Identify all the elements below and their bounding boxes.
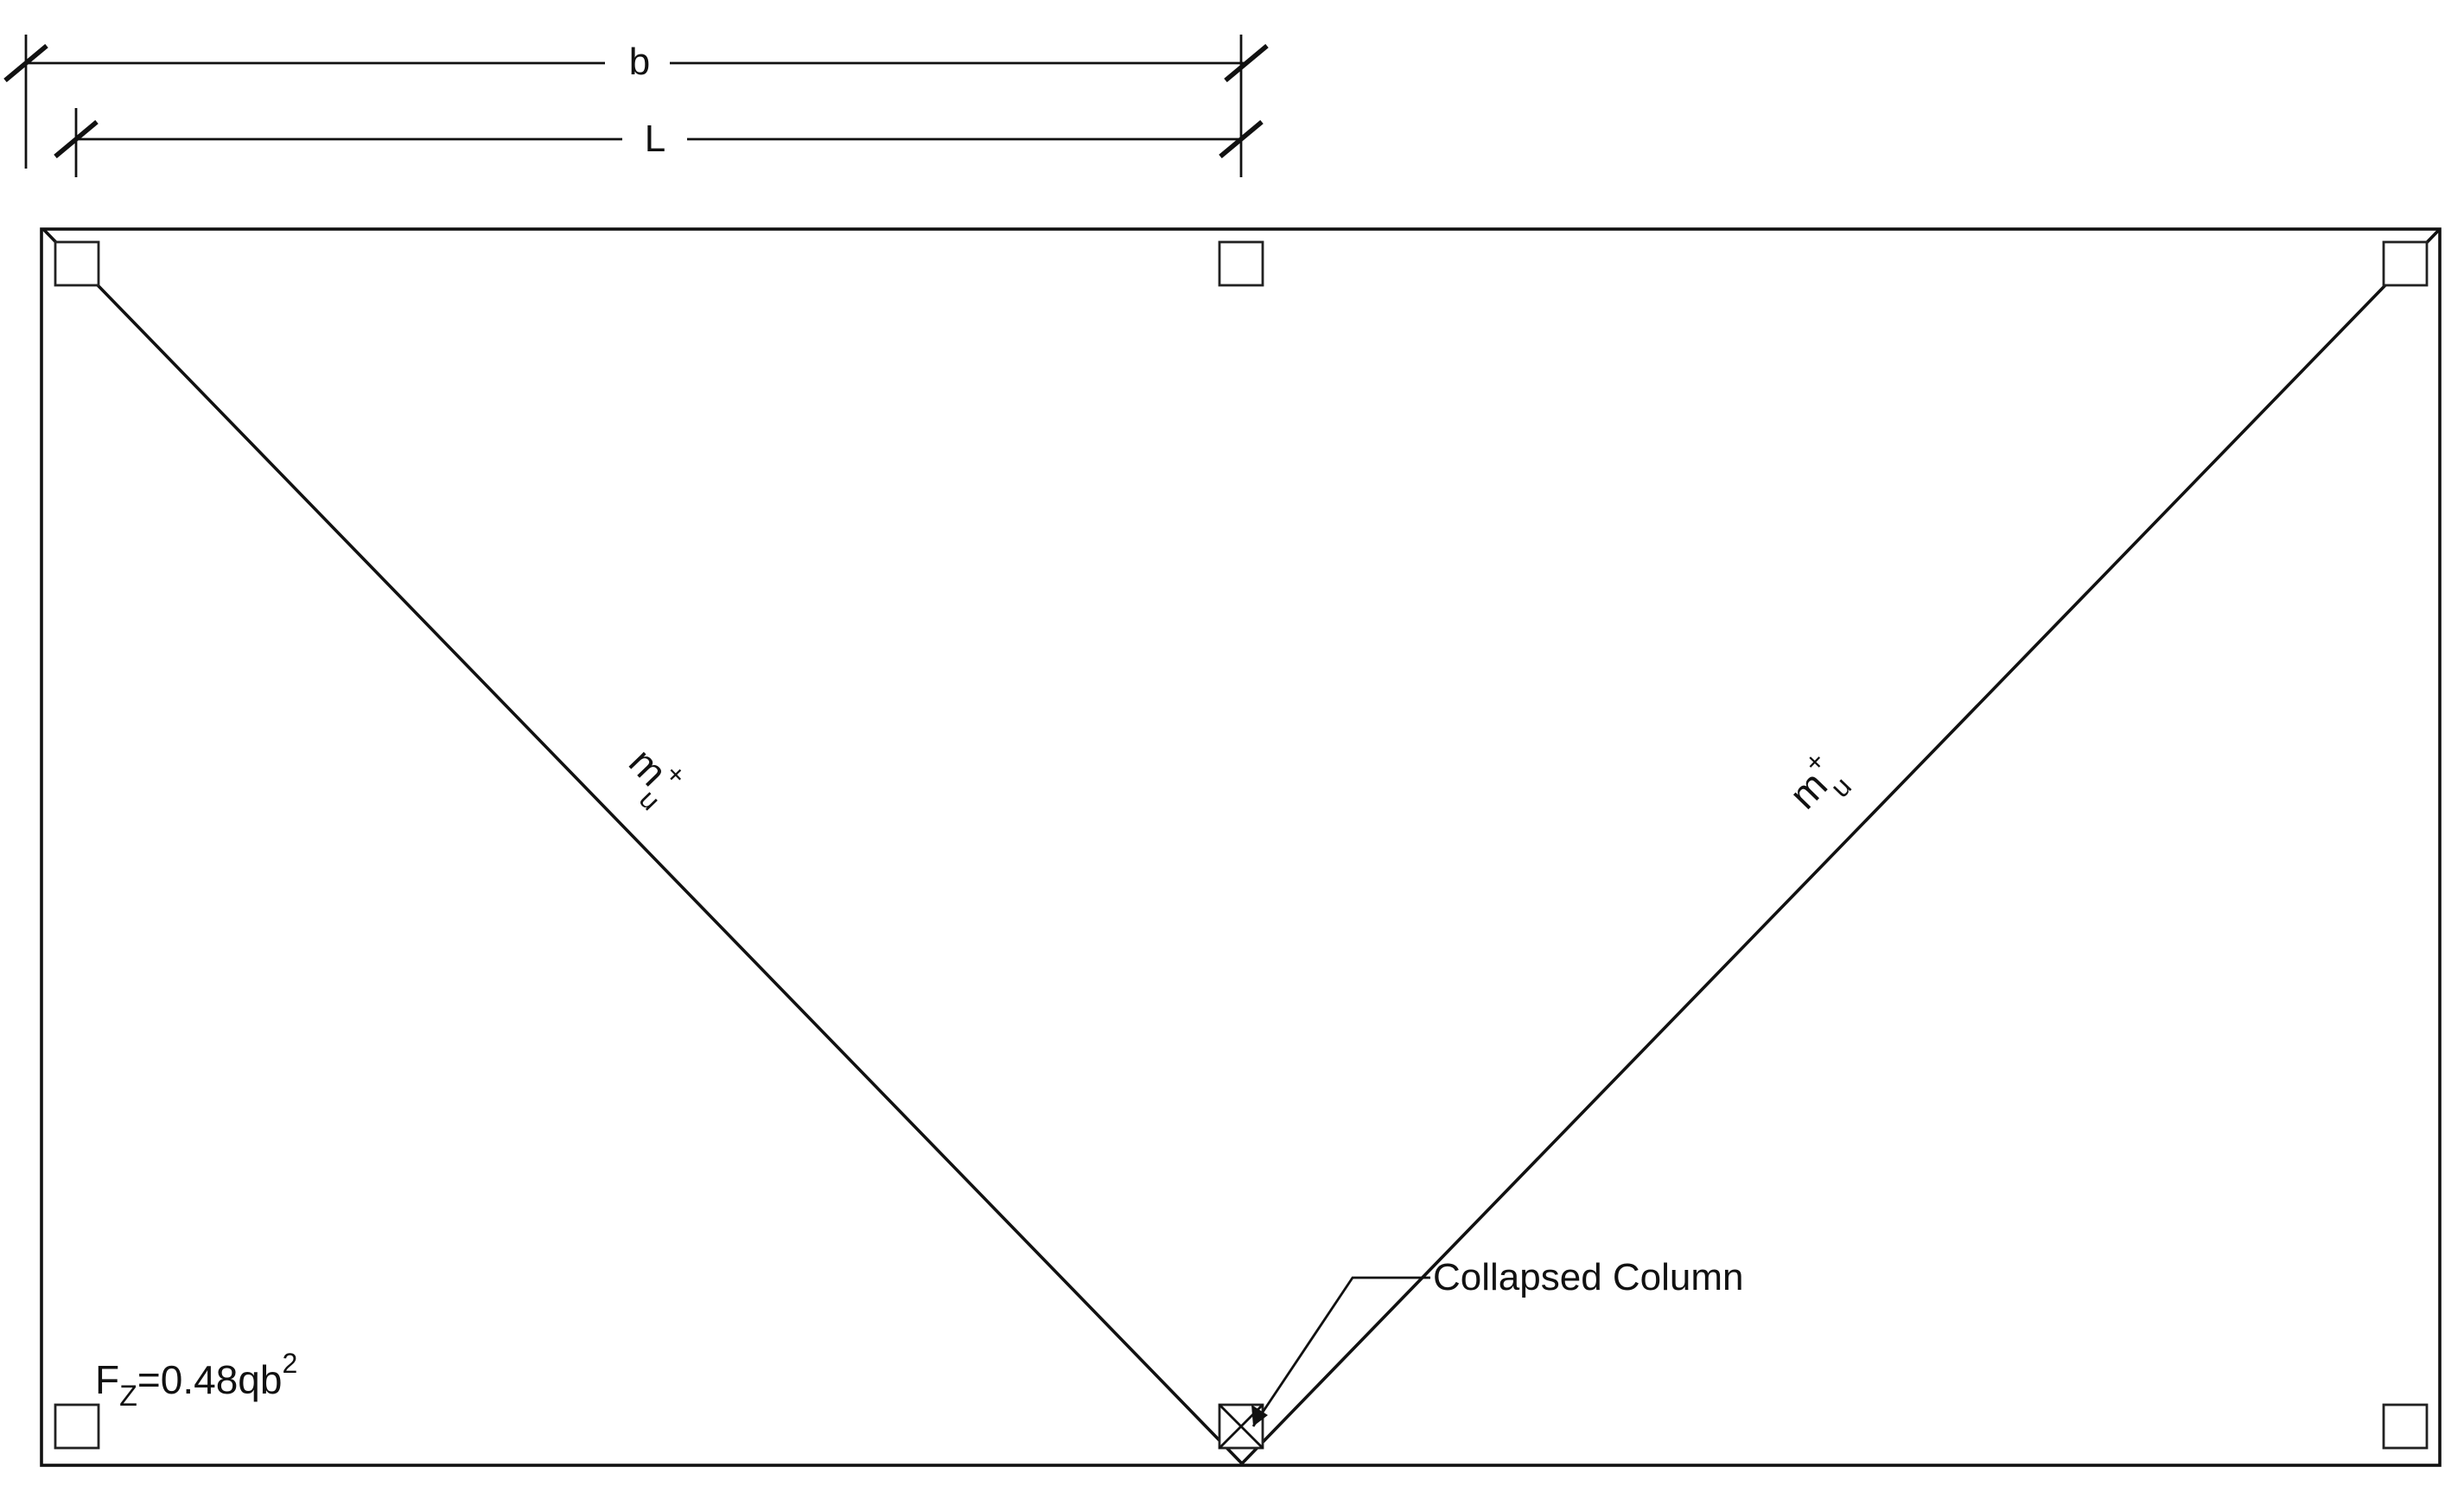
column-top-left xyxy=(54,240,100,287)
yield-line-right xyxy=(1240,227,2442,1465)
column-bottom-right xyxy=(2382,1403,2429,1450)
column-bottom-left xyxy=(54,1403,100,1450)
yield-line-left-label: m+u xyxy=(610,734,693,816)
yield-line-right-label: m+u xyxy=(1775,745,1858,827)
collapsed-column-callout: Collapsed Column xyxy=(1251,1256,1744,1427)
slab-outline xyxy=(40,227,2442,1467)
column-top-middle xyxy=(1218,240,1264,287)
dimension-L-label: L xyxy=(645,118,665,160)
dimension-b: b xyxy=(3,35,1269,169)
collapsed-column-label: Collapsed Column xyxy=(1433,1256,1744,1298)
dimension-b-label: b xyxy=(629,41,650,83)
callout-arrowhead xyxy=(1251,1405,1268,1426)
dimension-L: L xyxy=(54,35,1264,177)
columns xyxy=(54,240,2429,1450)
load-expression: FZ=0.48qb2 xyxy=(95,1348,297,1413)
column-top-right xyxy=(2382,240,2429,287)
yield-line-left xyxy=(41,227,1244,1465)
